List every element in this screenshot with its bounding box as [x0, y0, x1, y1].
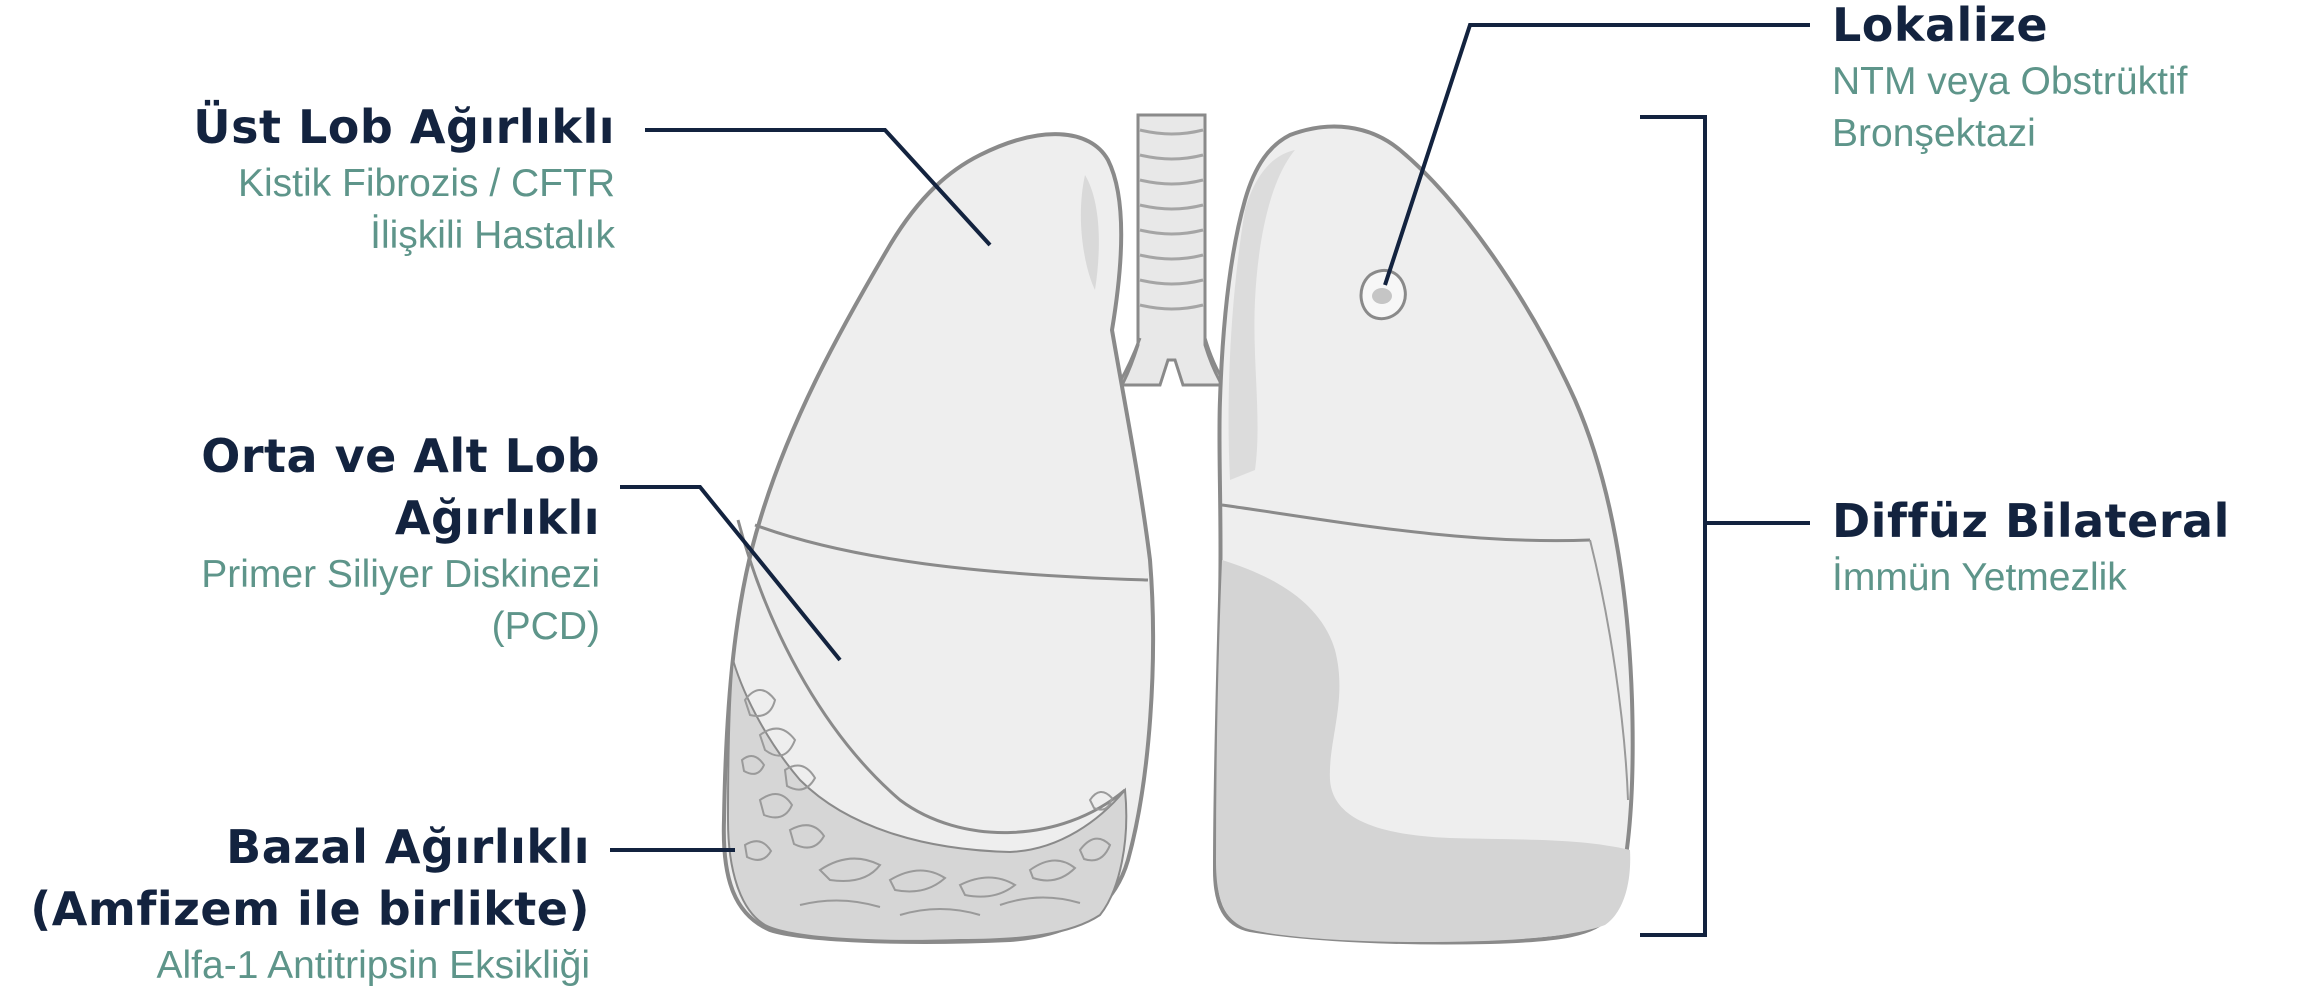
- diffuse-subtitle: İmmün Yetmezlik: [1832, 552, 2230, 604]
- label-diffuse: Diffüz Bilateral İmmün Yetmezlik: [1832, 490, 2230, 604]
- label-middle-lower-lobe: Orta ve Alt Lob Ağırlıklı Primer Siliyer…: [201, 425, 600, 653]
- upper-lobe-subtitle: Kistik Fibrozis / CFTR İlişkili Hastalık: [193, 158, 615, 262]
- label-basal: Bazal Ağırlıklı (Amfizem ile birlikte) A…: [30, 816, 590, 992]
- left-lung: [1215, 127, 1633, 943]
- label-upper-lobe: Üst Lob Ağırlıklı Kistik Fibrozis / CFTR…: [193, 96, 615, 262]
- diffuse-title: Diffüz Bilateral: [1832, 490, 2230, 552]
- right-lung: [724, 134, 1153, 942]
- diffuse-bracket: [1640, 117, 1705, 935]
- basal-subtitle: Alfa-1 Antitripsin Eksikliği: [30, 940, 590, 992]
- localized-subtitle: NTM veya Obstrüktif Bronşektazi: [1832, 56, 2187, 160]
- basal-title: Bazal Ağırlıklı (Amfizem ile birlikte): [30, 816, 590, 940]
- localized-title: Lokalize: [1832, 0, 2187, 56]
- label-localized: Lokalize NTM veya Obstrüktif Bronşektazi: [1832, 0, 2187, 160]
- trachea: [1118, 115, 1226, 385]
- middle-lower-lobe-subtitle: Primer Siliyer Diskinezi (PCD): [201, 549, 600, 653]
- upper-lobe-title: Üst Lob Ağırlıklı: [193, 96, 615, 158]
- middle-lower-lobe-title: Orta ve Alt Lob Ağırlıklı: [201, 425, 600, 549]
